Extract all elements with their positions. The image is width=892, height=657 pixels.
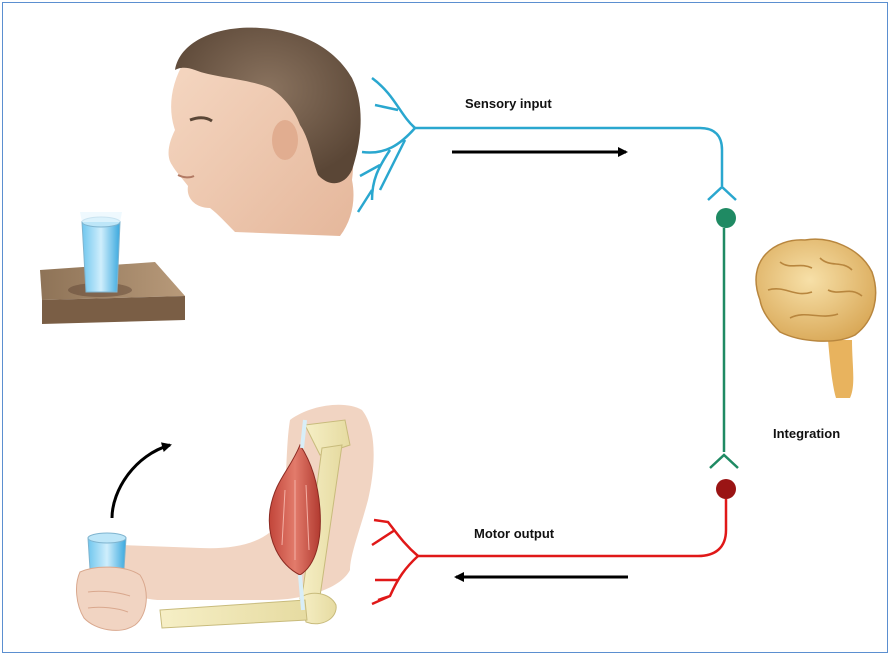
- sensory-input-label: Sensory input: [465, 96, 552, 111]
- glass-on-table-icon: [40, 212, 185, 324]
- integration-pathway: [710, 228, 738, 468]
- integration-label: Integration: [773, 426, 840, 441]
- brain-icon: [756, 239, 876, 398]
- head-icon: [169, 28, 361, 236]
- lift-motion-arrow: [112, 445, 170, 518]
- arm-holding-glass-icon: [77, 405, 374, 631]
- sensory-synapse: [716, 208, 736, 228]
- motor-output-label: Motor output: [474, 526, 554, 541]
- motor-synapse: [716, 479, 736, 499]
- motor-pathway: [372, 499, 726, 604]
